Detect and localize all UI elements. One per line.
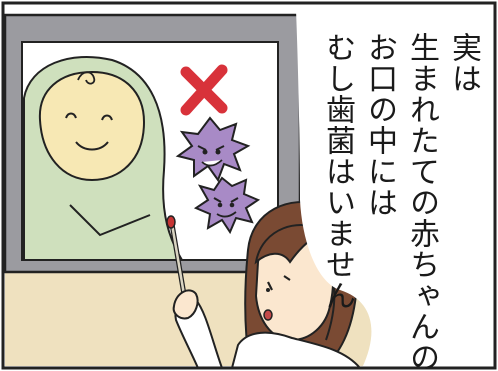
caption-line-2: 生まれたての赤ちゃんの	[404, 32, 439, 371]
white-coat	[230, 331, 363, 369]
red-cross-mark	[180, 64, 228, 116]
caption-line-1: 実は	[446, 32, 481, 94]
baby-face	[38, 70, 146, 182]
germ-character	[175, 116, 251, 183]
caption-line-4: むし歯菌はいません	[320, 32, 355, 311]
caption-text: 実は 生まれたての赤ちゃんの お口の中には むし歯菌はいません	[300, 10, 490, 371]
germ-character	[193, 176, 261, 235]
caption-line-3: お口の中には	[362, 32, 397, 218]
